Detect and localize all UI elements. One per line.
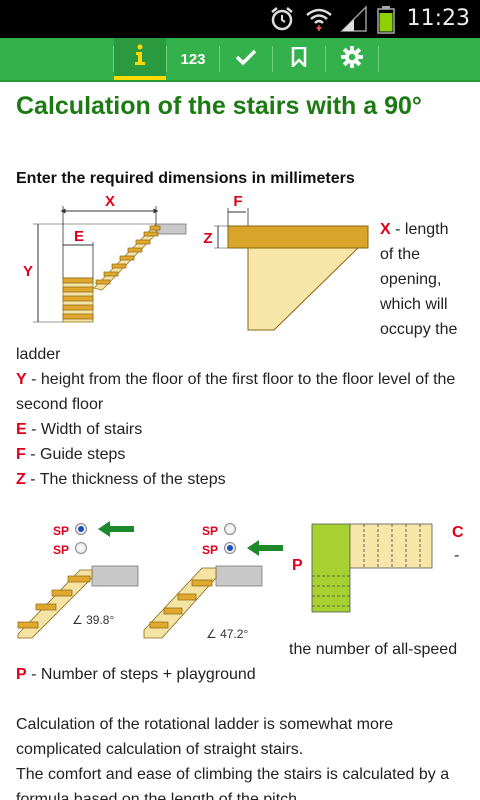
sp-radio-1-selected[interactable] bbox=[75, 523, 87, 535]
sp-radio-2-selected[interactable] bbox=[224, 542, 236, 554]
info-tab[interactable] bbox=[114, 38, 166, 80]
signal-icon bbox=[340, 5, 368, 38]
legend-e: E - Width of stairs bbox=[16, 417, 472, 442]
calculator-tab[interactable]: 123 bbox=[167, 38, 219, 80]
x-desc-line5: occupy the bbox=[380, 321, 458, 338]
legend-p: P - Number of steps + playground bbox=[16, 662, 256, 687]
x-key: X bbox=[380, 221, 391, 238]
p-desc: - Number of steps + playground bbox=[26, 666, 256, 683]
checkmark-icon bbox=[235, 48, 257, 71]
sp-label-2: SP bbox=[53, 543, 70, 557]
label-e: E bbox=[74, 228, 84, 245]
p-label: P bbox=[292, 557, 303, 574]
angle-1-value: 39.8° bbox=[86, 613, 115, 627]
battery-icon bbox=[376, 5, 396, 40]
body-paragraph-2: The comfort and ease of climbing the sta… bbox=[16, 766, 450, 800]
legend-list: ladder Y - height from the floor of the … bbox=[16, 342, 472, 492]
bookmark-tab[interactable] bbox=[273, 38, 325, 80]
stair-option-shallow[interactable] bbox=[16, 560, 141, 640]
sp-radio-1-alt[interactable] bbox=[75, 542, 87, 554]
arrow-left-icon bbox=[98, 521, 134, 537]
x-desc-line3: opening, bbox=[380, 271, 442, 288]
winder-plan-diagram bbox=[311, 523, 433, 613]
sp-label-3: SP bbox=[202, 524, 219, 538]
y-key: Y bbox=[16, 371, 27, 388]
gear-icon bbox=[341, 45, 363, 73]
sp-radio-2-alt[interactable] bbox=[224, 523, 236, 535]
stair-option-steep[interactable] bbox=[142, 560, 267, 640]
toolbar: 123 bbox=[0, 38, 480, 82]
status-bar: 11:23 bbox=[0, 0, 480, 38]
label-x: X bbox=[105, 193, 115, 210]
z-desc: - The thickness of the steps bbox=[25, 471, 226, 488]
x-desc-line4: which will bbox=[380, 296, 448, 313]
angle-2-value: 47.2° bbox=[220, 627, 249, 641]
c-description: the number of all-speed bbox=[289, 641, 458, 658]
angle-icon: ∠ bbox=[206, 627, 221, 641]
bookmark-icon bbox=[291, 46, 307, 72]
angle-2: ∠ 47.2° bbox=[206, 627, 248, 641]
body-paragraph-1: Calculation of the rotational ladder is … bbox=[16, 716, 394, 758]
label-y: Y bbox=[23, 263, 33, 280]
angle-1: ∠ 39.8° bbox=[72, 613, 114, 627]
x-description: X - length of the opening, which will oc… bbox=[380, 217, 476, 342]
c-dash: - bbox=[454, 547, 460, 564]
arrow-left-icon bbox=[247, 540, 283, 556]
f-key: F bbox=[16, 446, 26, 463]
settings-tab[interactable] bbox=[326, 38, 378, 80]
legend-z: Z - The thickness of the steps bbox=[16, 467, 472, 492]
sp-label-1: SP bbox=[53, 524, 70, 538]
status-clock: 11:23 bbox=[406, 6, 470, 31]
e-desc: - Width of stairs bbox=[26, 421, 143, 438]
legend-y: Y - height from the floor of the first f… bbox=[16, 367, 472, 417]
alarm-icon bbox=[268, 5, 296, 38]
toolbar-divider bbox=[219, 46, 220, 72]
f-desc: - Guide steps bbox=[25, 446, 126, 463]
numbers-icon: 123 bbox=[180, 50, 206, 68]
toolbar-divider bbox=[272, 46, 273, 72]
c-key: C bbox=[452, 524, 464, 541]
info-icon bbox=[132, 44, 148, 71]
label-f: F bbox=[233, 193, 242, 210]
legend-f: F - Guide steps bbox=[16, 442, 472, 467]
c-note: C bbox=[452, 520, 464, 545]
sp-label-4: SP bbox=[202, 543, 219, 557]
toolbar-divider bbox=[378, 46, 379, 72]
y-desc: - height from the floor of the first flo… bbox=[16, 371, 456, 413]
p-key: P bbox=[16, 666, 27, 683]
toolbar-divider bbox=[325, 46, 326, 72]
wifi-icon bbox=[304, 5, 334, 38]
instruction-heading: Enter the required dimensions in millime… bbox=[16, 170, 355, 187]
x-desc-line1: - length bbox=[390, 221, 449, 238]
x-desc-line2: of the bbox=[380, 246, 421, 263]
stairs-dimension-diagram: X E Y F Z bbox=[23, 193, 369, 331]
z-key: Z bbox=[16, 471, 26, 488]
toolbar-divider bbox=[113, 46, 114, 72]
check-tab[interactable] bbox=[220, 38, 272, 80]
e-key: E bbox=[16, 421, 27, 438]
toolbar-divider bbox=[166, 46, 167, 72]
page-title: Calculation of the stairs with a 90° bbox=[16, 92, 422, 120]
angle-icon: ∠ bbox=[72, 613, 87, 627]
label-z: Z bbox=[203, 230, 212, 247]
x-desc-line6: ladder bbox=[16, 346, 61, 363]
